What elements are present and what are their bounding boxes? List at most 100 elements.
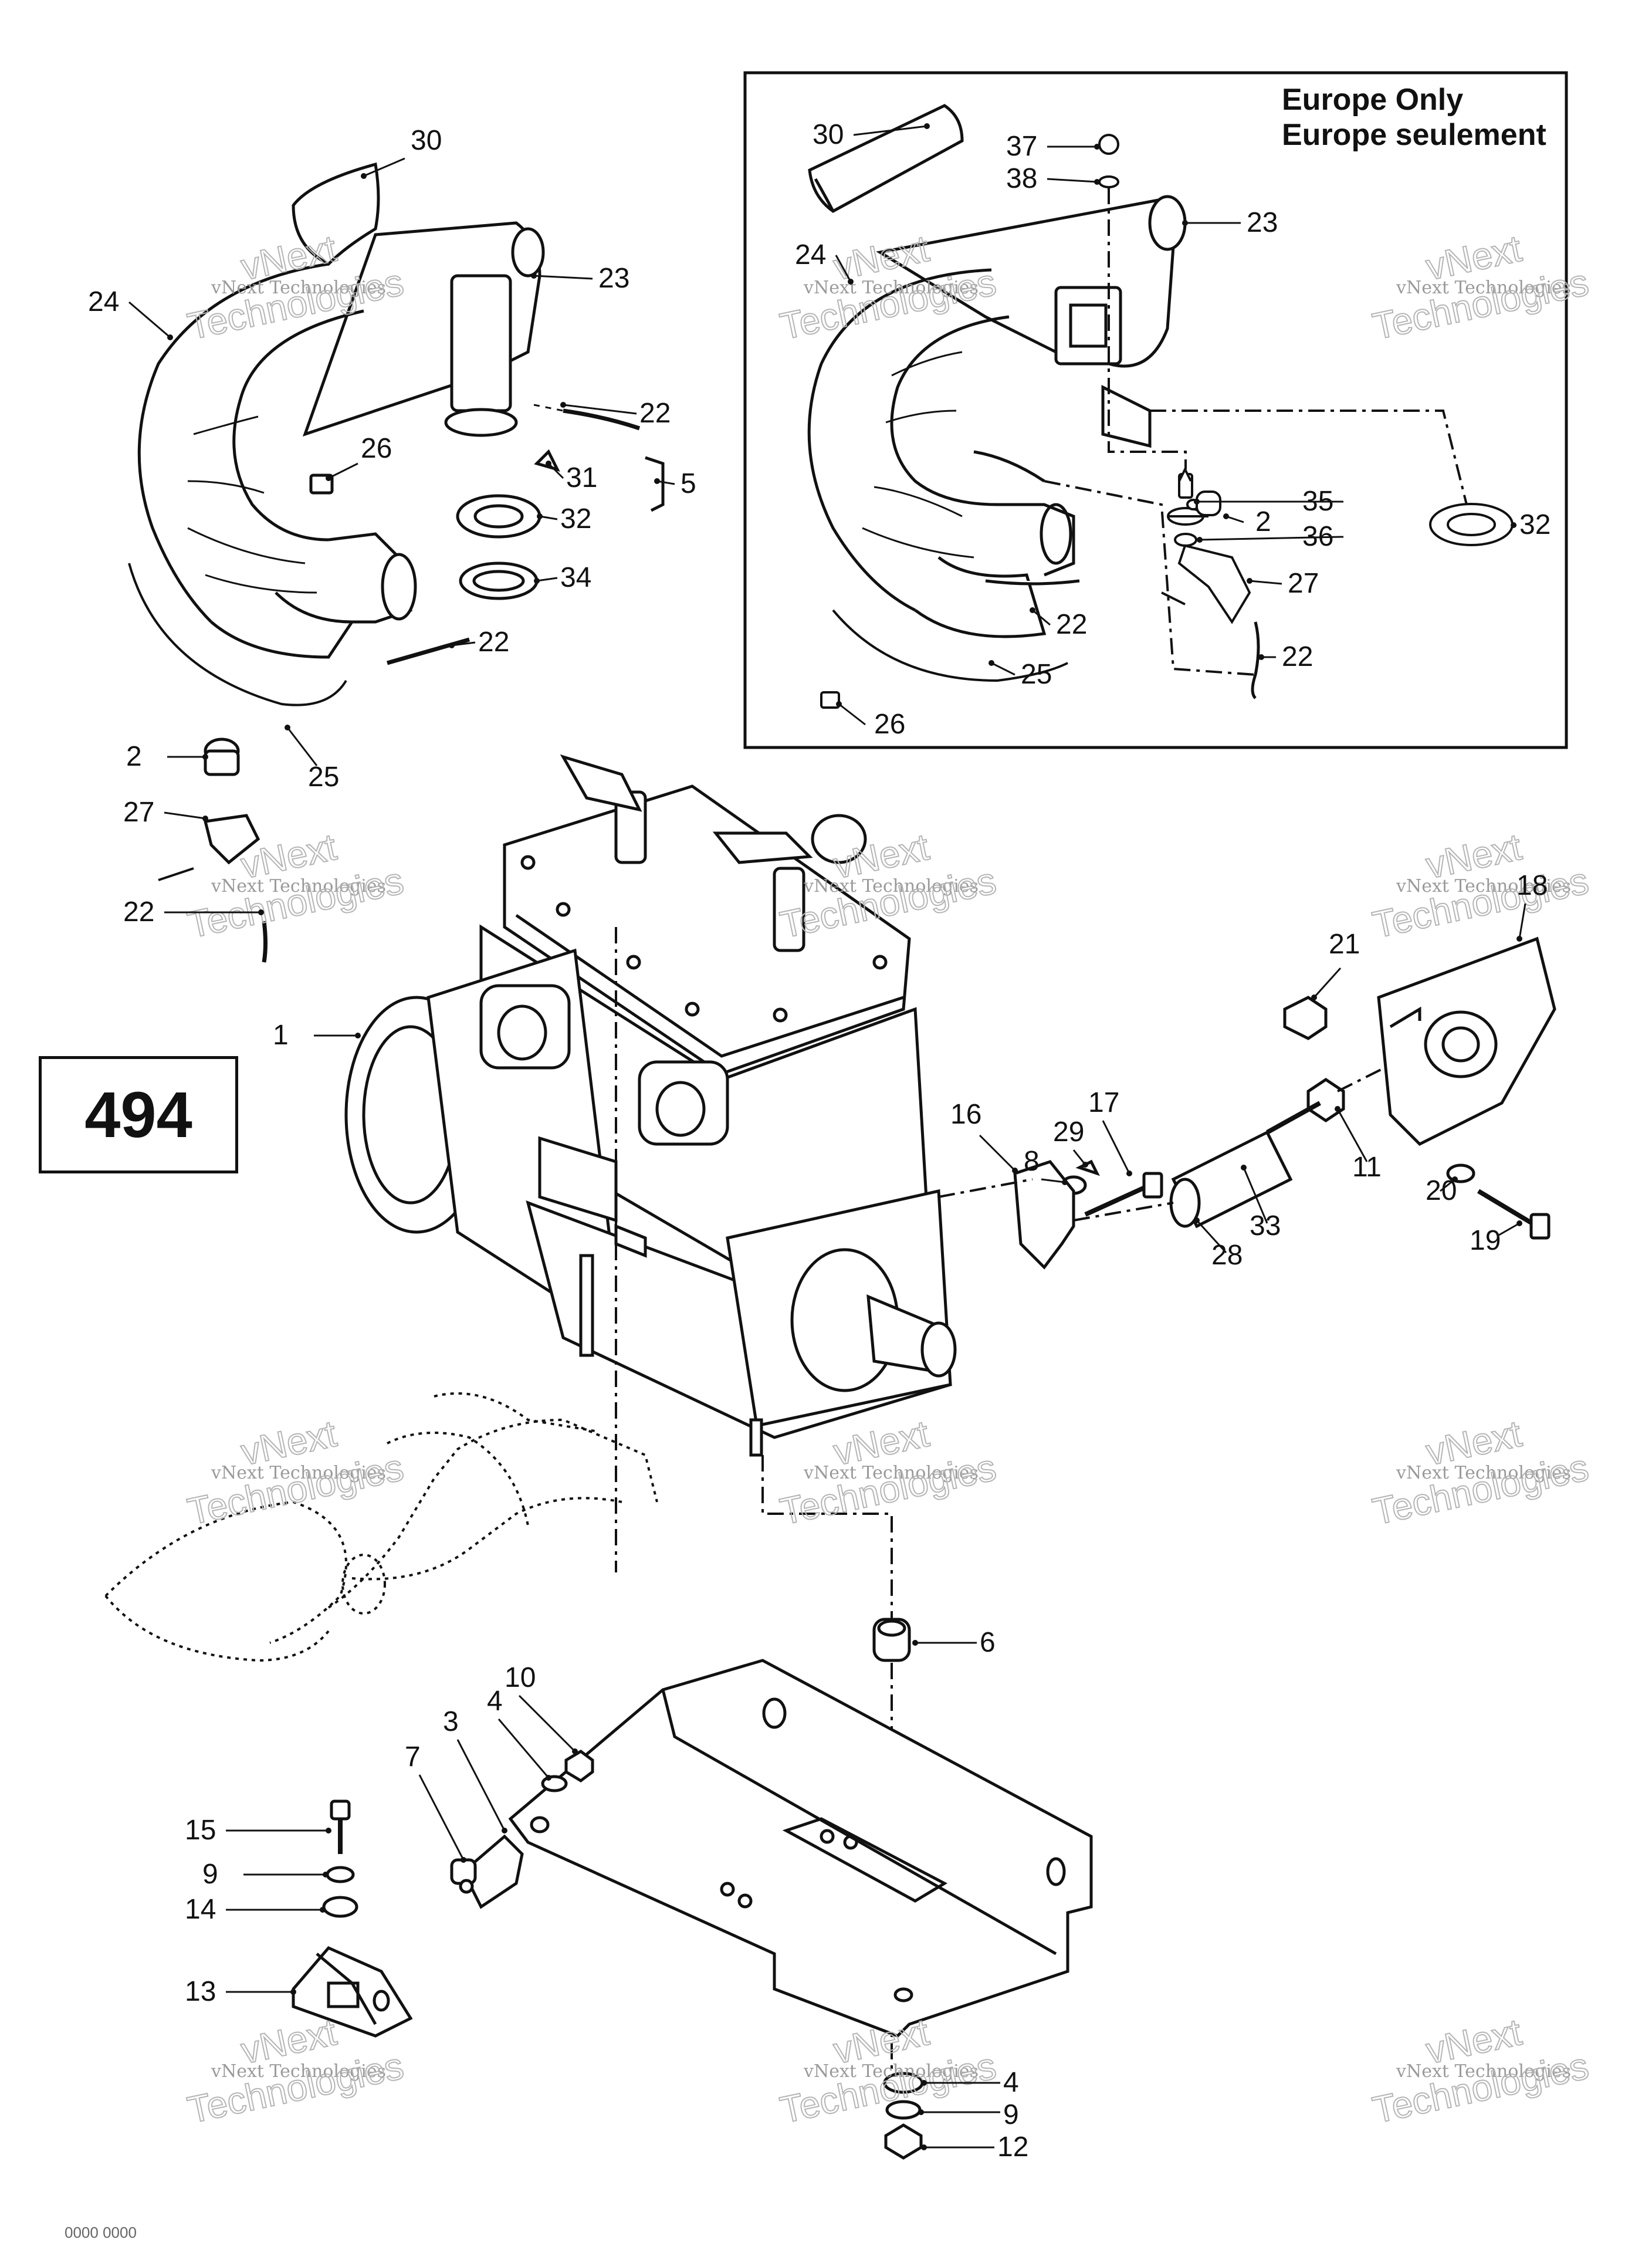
callout-arrowhead: [1335, 1106, 1340, 1112]
callout-e24: 24: [795, 239, 854, 285]
watermark-12: vNext vNext Technologies Technologies: [1369, 2010, 1593, 2132]
callout-arrowhead: [534, 578, 540, 584]
callout-arrowhead: [560, 402, 566, 408]
callout-c30: 30: [361, 125, 442, 179]
callout-c3: 3: [443, 1706, 507, 1833]
callout-label: 3: [443, 1706, 459, 1737]
callout-label: 19: [1470, 1225, 1501, 1256]
callout-arrowhead: [1030, 607, 1035, 613]
callout-label: 35: [1302, 486, 1333, 517]
callout-label: 27: [1288, 568, 1319, 599]
right-mounting-parts: [615, 927, 1556, 2095]
callout-leader: [456, 1739, 506, 1831]
callout-label: 4: [1003, 2067, 1019, 2098]
main-exhaust: [128, 162, 665, 963]
callout-label: 32: [560, 503, 591, 535]
callout-c34: 34: [534, 562, 591, 593]
callout-leader: [1102, 1120, 1130, 1174]
callout-arrowhead: [258, 909, 264, 915]
page-number-badge: 494: [39, 1056, 238, 1173]
callout-label: 26: [874, 709, 905, 740]
callout-arrowhead: [290, 1989, 296, 1995]
callout-c7: 7: [405, 1741, 466, 1863]
callout-label: 30: [813, 119, 844, 150]
callout-arrowhead: [449, 642, 455, 648]
callout-leader: [286, 727, 318, 766]
callout-leader: [497, 1718, 550, 1778]
callout-leader: [838, 703, 866, 726]
callout-c1: 1: [273, 1020, 361, 1051]
callout-leader: [1498, 1222, 1520, 1236]
callout-e32: 32: [1511, 509, 1551, 540]
callout-label: 8: [1024, 1146, 1040, 1177]
watermark-7: vNext vNext Technologies Technologies: [184, 1412, 408, 1534]
callout-c11: 11: [1335, 1106, 1382, 1183]
callout-arrowhead: [572, 1748, 578, 1754]
callout-c4a: 4: [487, 1686, 551, 1781]
callout-label: 5: [681, 468, 696, 499]
callout-e27: 27: [1247, 568, 1319, 599]
callout-arrowhead: [546, 461, 551, 466]
callout-arrowhead: [1452, 1176, 1458, 1182]
callout-label: 16: [950, 1099, 981, 1130]
callout-label: 36: [1302, 521, 1333, 552]
callout-c28: 28: [1194, 1217, 1243, 1271]
callout-arrowhead: [1126, 1171, 1132, 1176]
callout-label: 11: [1352, 1152, 1382, 1183]
callout-leader: [451, 641, 476, 647]
callout-c26: 26: [326, 433, 392, 481]
callout-arrowhead: [1094, 144, 1100, 150]
callout-leader: [547, 462, 564, 479]
callout-label: 22: [123, 897, 154, 928]
callout-leader: [1336, 1108, 1368, 1162]
callout-arrowhead: [1062, 1179, 1068, 1185]
callout-label: 9: [202, 1859, 218, 1890]
callout-label: 24: [88, 286, 119, 317]
callout-leader: [835, 255, 852, 282]
callout-arrowhead: [921, 2144, 927, 2150]
callout-label: 9: [1003, 2099, 1019, 2130]
callout-arrowhead: [537, 513, 543, 519]
europe-inset: [743, 71, 1568, 749]
watermark-3: vNext vNext Technologies Technologies: [1369, 226, 1593, 349]
callout-leader: [1313, 967, 1342, 999]
engine-block: [344, 754, 957, 1457]
callout-label: 22: [1282, 641, 1313, 672]
callout-arrowhead: [912, 1640, 918, 1646]
callout-arrowhead: [921, 2080, 927, 2086]
callout-e36: 36: [1197, 521, 1344, 552]
watermark-6: vNext vNext Technologies Technologies: [1369, 825, 1593, 947]
callout-arrowhead: [1516, 936, 1522, 942]
callout-c25: 25: [285, 725, 339, 793]
callout-arrowhead: [320, 1907, 326, 1913]
callout-c18: 18: [1516, 870, 1548, 942]
callout-c29: 29: [1053, 1117, 1088, 1168]
callout-label: 7: [405, 1741, 421, 1772]
callout-arrowhead: [1182, 220, 1188, 226]
callout-label: 2: [1255, 506, 1271, 537]
svg-text:vNext Technologies: vNext Technologies: [803, 876, 979, 897]
callout-label: 18: [1516, 870, 1548, 901]
callout-leader: [656, 480, 675, 485]
callout-c5: 5: [654, 468, 696, 499]
callout-arrowhead: [361, 173, 367, 179]
callout-label: 10: [505, 1662, 536, 1693]
callout-label: 27: [123, 797, 154, 828]
callout-label: 22: [1056, 609, 1087, 640]
callout-arrowhead: [1511, 522, 1516, 528]
inset-tuned-pipe: [807, 268, 1075, 682]
callout-arrowhead: [1197, 537, 1203, 543]
callout-c20: 20: [1426, 1175, 1458, 1206]
inset-connection-lines: [1044, 188, 1468, 676]
callout-arrowhead: [924, 123, 930, 129]
callout-label: 6: [980, 1627, 996, 1658]
callout-e2: 2: [1223, 506, 1271, 537]
callout-label: 22: [639, 398, 671, 429]
callout-c15: 15: [185, 1815, 331, 1846]
callout-arrowhead: [202, 754, 208, 760]
callout-arrowhead: [1258, 654, 1264, 660]
callout-arrowhead: [531, 273, 537, 279]
callout-arrowhead: [326, 1828, 331, 1833]
svg-text:vNext Technologies: vNext Technologies: [211, 2061, 386, 2082]
callout-arrowhead: [1516, 1220, 1522, 1226]
